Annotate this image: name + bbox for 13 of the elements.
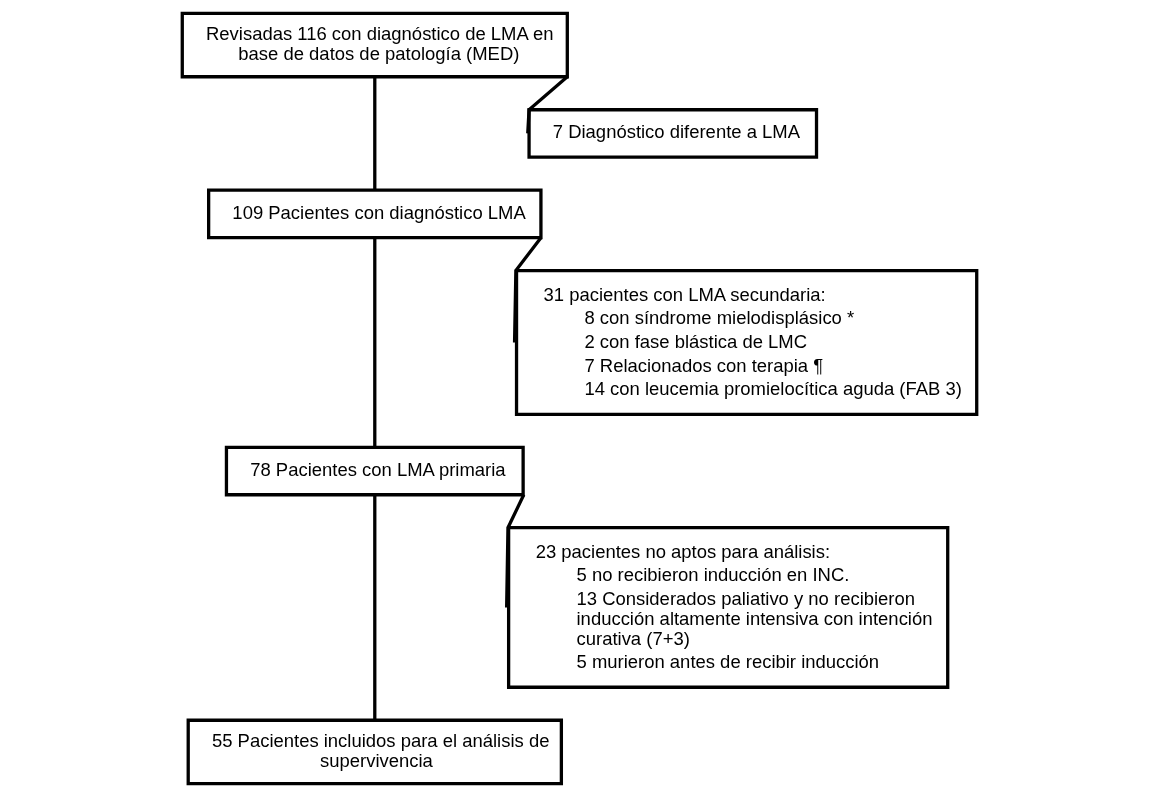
node-box: Revisadas 116 con diagnóstico de LMA en base de datos de patología (MED) — [180, 11, 569, 79]
connector — [373, 237, 377, 448]
connector — [505, 494, 526, 608]
node-box: 7 Diagnóstico diferente a LMA — [527, 108, 819, 159]
node-box: 23 pacientes no aptos para análisis: 5 no recibieron inducción en INC. 13 Considerados paliativo y no recibieron inducción altamente intensiva con intención curativa (7+3) 5 murieron antes de recibir inducción — [507, 526, 950, 689]
node-box: 55 Pacientes incluidos para el análisis de supervivencia — [186, 718, 563, 786]
connector — [526, 75, 569, 134]
connector — [373, 76, 377, 190]
node-box: 109 Pacientes con diagnóstico LMA — [207, 188, 543, 240]
node-box: 31 pacientes con LMA secundaria: 8 con síndrome mielodisplásico * 2 con fase blástica de LMC 7 Relacionados con terapia ¶ 14 con leucemia promielocítica aguda (FAB 3) — [514, 268, 979, 416]
connector — [512, 236, 543, 343]
connector — [373, 495, 377, 720]
node-box: 78 Pacientes con LMA primaria — [224, 445, 525, 497]
